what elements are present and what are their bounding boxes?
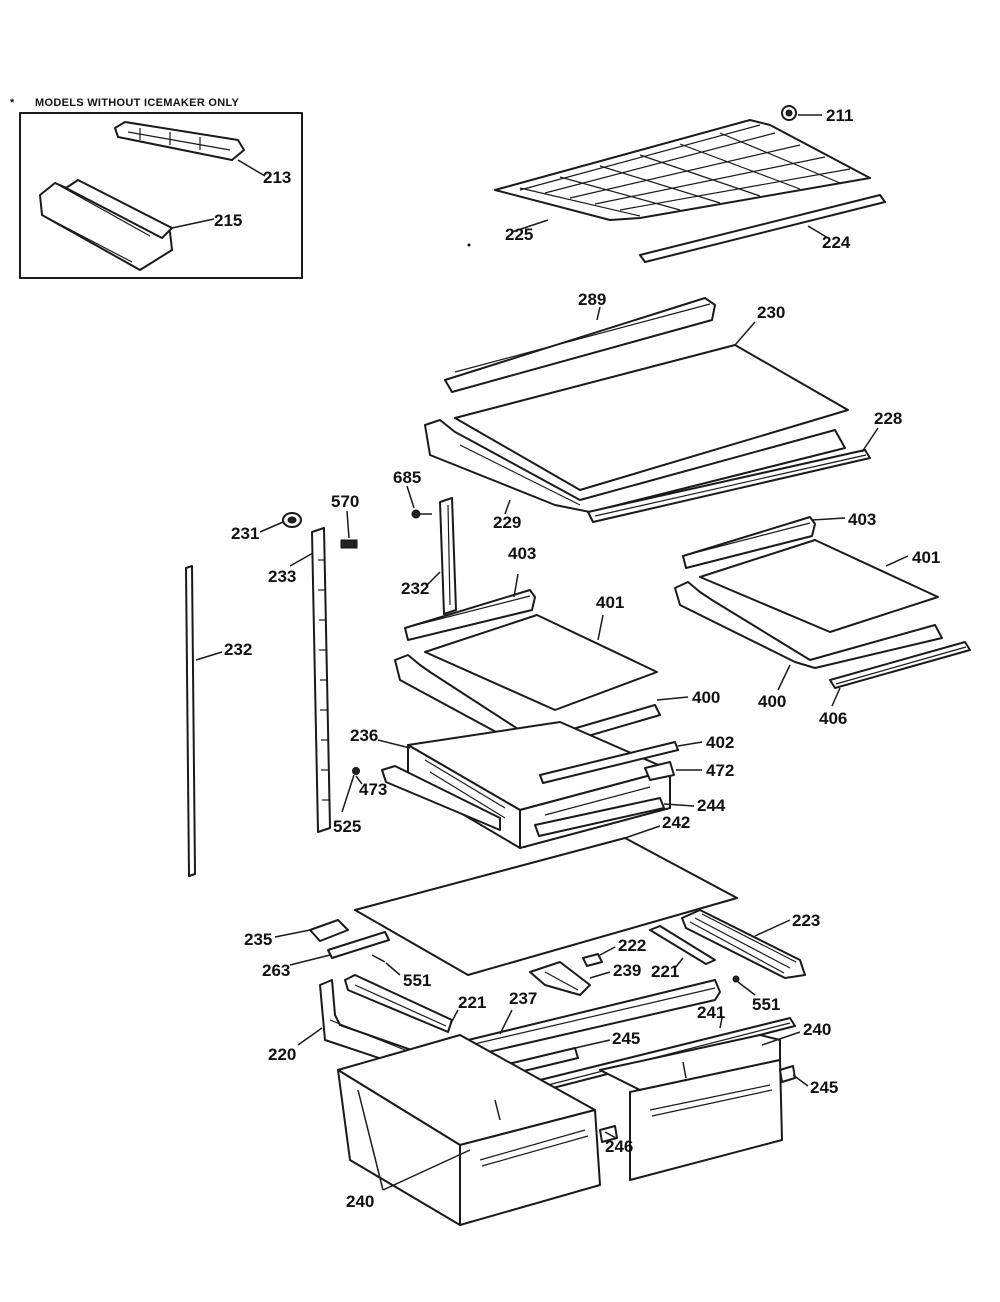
part-229-shelf-frame xyxy=(424,419,846,513)
label-245-right: 245 xyxy=(810,1078,838,1097)
label-222: 222 xyxy=(618,936,646,955)
label-232-left: 232 xyxy=(224,640,252,659)
label-240-right: 240 xyxy=(803,1020,831,1039)
inset-bullet: * xyxy=(10,97,15,109)
label-551-left: 551 xyxy=(403,971,431,990)
label-228: 228 xyxy=(874,409,902,428)
label-525: 525 xyxy=(333,817,361,836)
label-240-bottom: 240 xyxy=(346,1192,374,1211)
label-263: 263 xyxy=(262,961,290,980)
part-472-slide xyxy=(644,761,675,781)
part-400-right-frame xyxy=(674,581,943,669)
label-225: 225 xyxy=(505,225,533,244)
part-406-rail xyxy=(829,641,971,689)
part-403-left-trim xyxy=(404,589,536,641)
label-220: 220 xyxy=(268,1045,296,1064)
inset-panel: * MODELS WITHOUT ICEMAKER ONLY 213 215 xyxy=(10,97,303,279)
part-473-screw xyxy=(352,767,360,775)
part-401-left-glass xyxy=(424,614,658,711)
label-289: 289 xyxy=(578,290,606,309)
part-403-right-trim xyxy=(682,516,816,569)
label-246: 246 xyxy=(605,1137,633,1156)
label-551-right: 551 xyxy=(752,995,780,1014)
part-233-ladder-rail xyxy=(311,527,331,833)
part-289-shelf-trim xyxy=(444,297,716,393)
label-223: 223 xyxy=(792,911,820,930)
part-224-shelf-rail xyxy=(639,194,886,263)
label-239: 239 xyxy=(613,961,641,980)
label-244: 244 xyxy=(697,796,726,815)
part-244-rail xyxy=(534,797,665,837)
part-570-clip xyxy=(340,539,358,549)
label-242: 242 xyxy=(662,813,690,832)
part-215-ice-bin xyxy=(39,179,173,271)
label-215: 215 xyxy=(214,211,242,230)
part-223-bracket xyxy=(681,909,806,979)
inset-frame xyxy=(19,112,303,279)
part-211-cap xyxy=(781,105,797,121)
part-225-wire-shelf xyxy=(467,119,871,247)
part-213-ice-tray-cover xyxy=(114,121,245,161)
label-233: 233 xyxy=(268,567,296,586)
part-230-glass-shelf xyxy=(454,344,849,491)
part-pan-left-rail xyxy=(381,765,501,831)
label-401-right: 401 xyxy=(912,548,940,567)
label-406: 406 xyxy=(819,709,847,728)
part-400-left-frame xyxy=(394,654,661,751)
label-211: 211 xyxy=(826,106,853,125)
label-403-right: 403 xyxy=(848,510,876,529)
label-570: 570 xyxy=(331,492,359,511)
label-221-right: 221 xyxy=(651,962,679,981)
label-232-upper: 232 xyxy=(401,579,429,598)
part-232-upper-rail xyxy=(439,497,457,615)
label-236: 236 xyxy=(350,726,378,745)
part-685-screw xyxy=(411,509,432,519)
label-237: 237 xyxy=(509,989,537,1008)
part-221-left-rail xyxy=(344,974,453,1033)
label-229: 229 xyxy=(493,513,521,532)
label-221-left: 221 xyxy=(458,993,486,1012)
part-232-left-rail xyxy=(185,565,196,877)
label-241: 241 xyxy=(697,1003,725,1022)
label-235: 235 xyxy=(244,930,272,949)
part-402-rail xyxy=(539,741,679,784)
part-245-right-handle xyxy=(779,1065,796,1083)
label-403-left: 403 xyxy=(508,544,536,563)
label-473: 473 xyxy=(359,780,387,799)
label-402: 402 xyxy=(706,733,734,752)
part-231-knob xyxy=(282,512,302,528)
part-222-clip xyxy=(582,953,603,967)
label-400-left: 400 xyxy=(692,688,720,707)
part-242-glass-cover xyxy=(354,837,738,976)
label-231: 231 xyxy=(231,524,259,543)
label-213: 213 xyxy=(263,168,291,187)
label-400-right: 400 xyxy=(758,692,786,711)
label-401-left: 401 xyxy=(596,593,624,612)
label-230: 230 xyxy=(757,303,785,322)
label-224: 224 xyxy=(822,233,851,252)
part-401-right-glass xyxy=(699,539,939,633)
part-235-support xyxy=(309,919,349,942)
label-685: 685 xyxy=(393,468,421,487)
part-240-left-drawer xyxy=(337,1034,601,1226)
part-221-right-rail xyxy=(649,925,716,965)
inset-title: MODELS WITHOUT ICEMAKER ONLY xyxy=(35,97,240,109)
part-551-left-screw xyxy=(371,954,386,963)
part-228-shelf-rail xyxy=(587,449,871,523)
part-263-rail xyxy=(327,931,390,959)
label-472: 472 xyxy=(706,761,734,780)
part-551-right-screw xyxy=(732,975,740,983)
part-239-bracket xyxy=(529,961,591,996)
label-245-top: 245 xyxy=(612,1029,640,1048)
part-240-right-drawer xyxy=(599,1034,783,1181)
